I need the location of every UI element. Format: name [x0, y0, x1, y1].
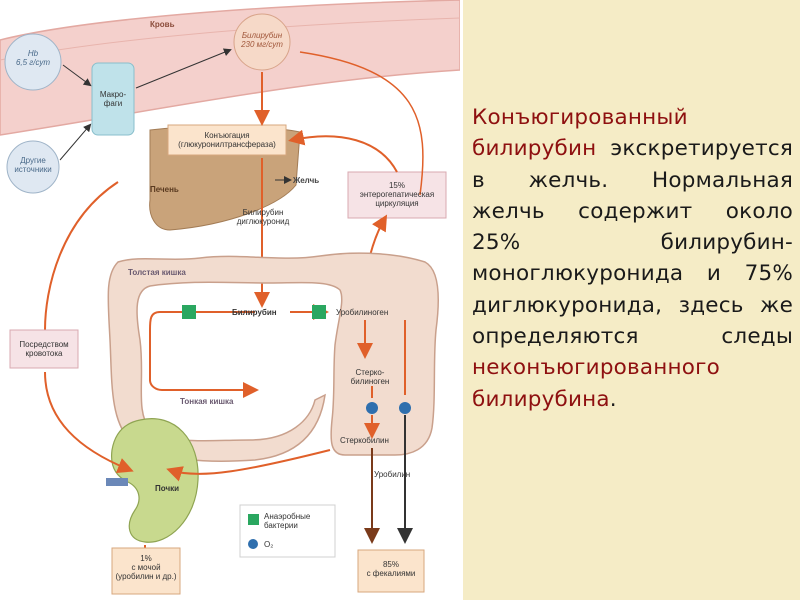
bacteria-square-2 — [312, 305, 326, 319]
legend-box — [239, 504, 336, 558]
label-urobilinogen: Уробилиноген — [336, 308, 389, 317]
macrophage-box — [91, 62, 135, 136]
oxygen-circle-icon — [248, 539, 258, 549]
kidney-shape — [110, 418, 199, 543]
bilirubin-circle — [233, 13, 291, 71]
conjugation-box — [167, 124, 287, 156]
oxygen-circle-1 — [366, 402, 378, 414]
label-bile: Желчь — [293, 176, 320, 185]
description-paragraph: Конъюгированный билирубин экскретируется… — [472, 102, 793, 415]
diagram-graphics — [0, 0, 460, 595]
label-oxygen: O₂ — [264, 540, 274, 549]
label-bilirubin-mid: Билирубин — [232, 308, 277, 317]
label-liver: Печень — [150, 185, 179, 194]
highlight-text: неконъюгированного билирубина — [472, 355, 721, 412]
blood-vessel — [0, 0, 460, 136]
label-urobilin: Уробилин — [374, 470, 411, 479]
oxygen-circle-2 — [399, 402, 411, 414]
label-kidneys: Почки — [155, 484, 180, 493]
text-panel: Конъюгированный билирубин экскретируется… — [463, 0, 800, 600]
bacteria-square-1 — [182, 305, 196, 319]
label-blood: Кровь — [150, 20, 175, 29]
lead-text: Конъюгированный билирубин — [472, 105, 688, 162]
label-conjugation: Конъюгация(глюкуронилтрансфераза) — [178, 131, 276, 149]
large-intestine — [107, 252, 440, 462]
body-text: экскретируется в желчь. Нормальная желчь… — [472, 136, 793, 350]
label-macrophages: Макро-фаги — [99, 90, 127, 108]
label-large-intestine: Толстая кишка — [128, 268, 186, 277]
label-urine: 1%с мочой(уробилин и др.) — [115, 554, 177, 581]
hb-circle — [4, 33, 62, 91]
bacteria-square-icon — [248, 514, 259, 525]
label-small-intestine: Тонкая кишка — [180, 397, 234, 406]
label-stercobilinogen: Стерко-билиноген — [350, 368, 390, 386]
feces-box — [357, 549, 425, 593]
other-sources-circle — [6, 140, 60, 194]
label-stercobilin: Стеркобилин — [340, 436, 389, 445]
label-feces: 85%с фекалиями — [366, 560, 416, 578]
end-text: . — [609, 386, 617, 412]
bloodstream-box — [9, 329, 79, 369]
urine-box — [111, 547, 181, 595]
